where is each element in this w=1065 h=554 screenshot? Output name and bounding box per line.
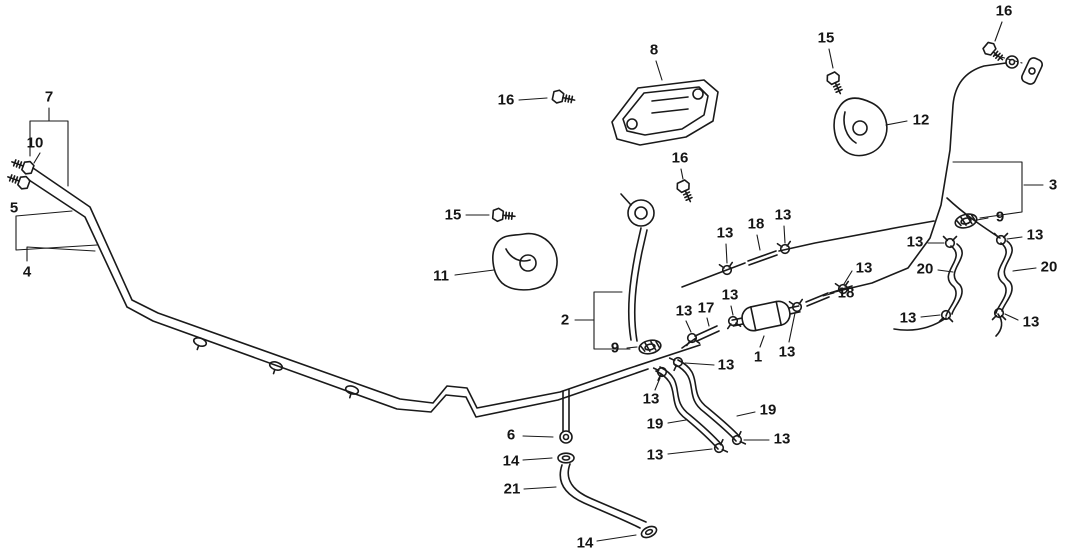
callout-label-15: 15 (444, 206, 462, 224)
leader-line-20 (937, 269, 954, 273)
bracket-12 (833, 97, 888, 157)
leader-line-16 (680, 168, 684, 180)
hoses-18 (747, 250, 853, 307)
leader-lines (33, 21, 1044, 542)
bracket-11 (492, 232, 558, 291)
callout-label-16: 16 (995, 2, 1013, 20)
leader-line-6 (522, 435, 554, 438)
callout-label-13: 13 (778, 343, 796, 361)
callout-label-12: 12 (912, 111, 930, 129)
callout-label-19: 19 (646, 415, 664, 433)
leader-line-13 (1004, 313, 1019, 321)
callout-label-5: 5 (9, 199, 19, 217)
hose-21 (559, 463, 647, 529)
callout-label-16: 16 (497, 91, 515, 109)
heat-shield-8 (611, 79, 719, 146)
leader-line-18 (822, 292, 835, 297)
leader-line-19 (667, 419, 687, 424)
leader-line-16 (994, 21, 1003, 42)
leader-line-18 (756, 234, 761, 251)
callout-label-21: 21 (503, 480, 521, 498)
callout-label-15: 15 (817, 29, 835, 47)
callout-label-18: 18 (837, 284, 855, 302)
callout-label-17: 17 (697, 299, 715, 317)
callout-label-4: 4 (22, 263, 32, 281)
leader-line-9 (626, 346, 638, 349)
callout-label-13: 13 (855, 259, 873, 277)
callout-label-3: 3 (1048, 176, 1058, 194)
callout-label-13: 13 (774, 206, 792, 224)
branch-fitting-6 (559, 430, 573, 444)
callout-label-13: 13 (646, 446, 664, 464)
leader-line-16 (518, 97, 548, 101)
leader-line-21 (523, 486, 557, 490)
callout-label-14: 14 (502, 452, 520, 470)
callout-brackets (15, 54, 1023, 350)
leader-line-20 (1012, 267, 1037, 272)
leader-line-9 (976, 217, 989, 221)
callout-label-13: 13 (1026, 226, 1044, 244)
leader-line-13 (843, 270, 853, 285)
leader-line-13 (730, 305, 734, 316)
callout-label-13: 13 (642, 390, 660, 408)
callout-label-13: 13 (899, 309, 917, 327)
callout-label-13: 13 (721, 286, 739, 304)
callout-label-8: 8 (649, 41, 659, 59)
callout-label-19: 19 (759, 401, 777, 419)
leader-line-13 (920, 314, 941, 318)
callout-label-7: 7 (44, 88, 54, 106)
leader-line-13 (685, 320, 692, 333)
callout-label-13: 13 (675, 302, 693, 320)
filler-neck-3 (1005, 55, 1043, 85)
callout-label-13: 13 (773, 430, 791, 448)
leader-line-13 (684, 362, 715, 366)
callout-label-2: 2 (560, 311, 570, 329)
callout-label-18: 18 (747, 215, 765, 233)
callout-label-16: 16 (671, 149, 689, 167)
callout-label-13: 13 (1022, 313, 1040, 331)
pipe-assembly-2 (620, 193, 655, 342)
leader-line-13 (783, 225, 786, 244)
callout-label-6: 6 (506, 426, 516, 444)
leader-line-1 (759, 335, 765, 348)
hoses-20 (945, 240, 1013, 317)
leader-line-14 (596, 534, 637, 542)
leader-line-13 (788, 312, 796, 343)
callout-label-13: 13 (906, 233, 924, 251)
leader-line-11 (454, 269, 495, 276)
callout-label-9: 9 (995, 208, 1005, 226)
leader-line-13 (654, 377, 661, 391)
leader-line-8 (655, 60, 663, 81)
leader-line-15 (828, 48, 834, 69)
callout-label-14: 14 (576, 534, 594, 552)
callout-label-11: 11 (433, 267, 449, 285)
callout-label-20: 20 (1040, 258, 1058, 276)
hoses-19 (655, 359, 741, 450)
callout-label-20: 20 (916, 260, 934, 278)
leader-line-13 (725, 243, 728, 264)
callout-label-10: 10 (26, 134, 44, 152)
leader-line-14 (522, 457, 553, 461)
leader-line-19 (736, 411, 756, 417)
leader-line-12 (885, 120, 908, 126)
callout-label-9: 9 (610, 339, 620, 357)
leader-line-10 (33, 152, 41, 164)
leader-line-17 (706, 317, 710, 327)
leader-line-13 (667, 448, 713, 455)
callout-label-13: 13 (716, 224, 734, 242)
leader-line-13 (1006, 236, 1023, 240)
callout-label-13: 13 (717, 356, 735, 374)
callout-label-1: 1 (753, 348, 763, 366)
